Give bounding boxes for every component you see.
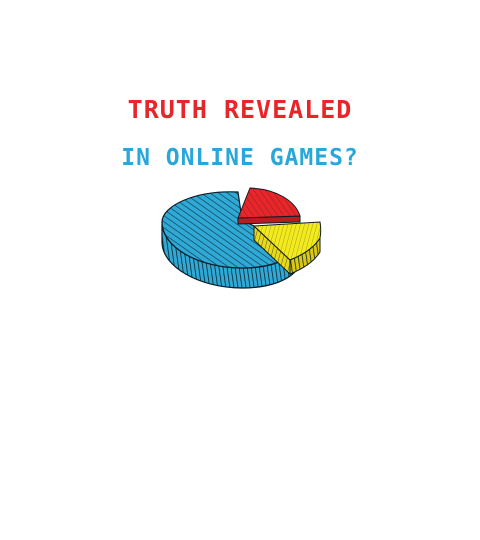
- pie-slice-yellow-inner-wall-hatch: [254, 226, 290, 274]
- pie-svg: [161, 187, 322, 289]
- headline-line-2: IN ONLINE GAMES?: [121, 145, 359, 171]
- pie-slice-red-top-hatch: [238, 188, 300, 218]
- pie-slice-yellow-top-hatch: [254, 222, 321, 260]
- headline-line-1: TRUTH REVEALED: [127, 95, 353, 124]
- pie-graphic: [150, 182, 330, 297]
- pie-slice-blue-side-hatch: [162, 222, 298, 288]
